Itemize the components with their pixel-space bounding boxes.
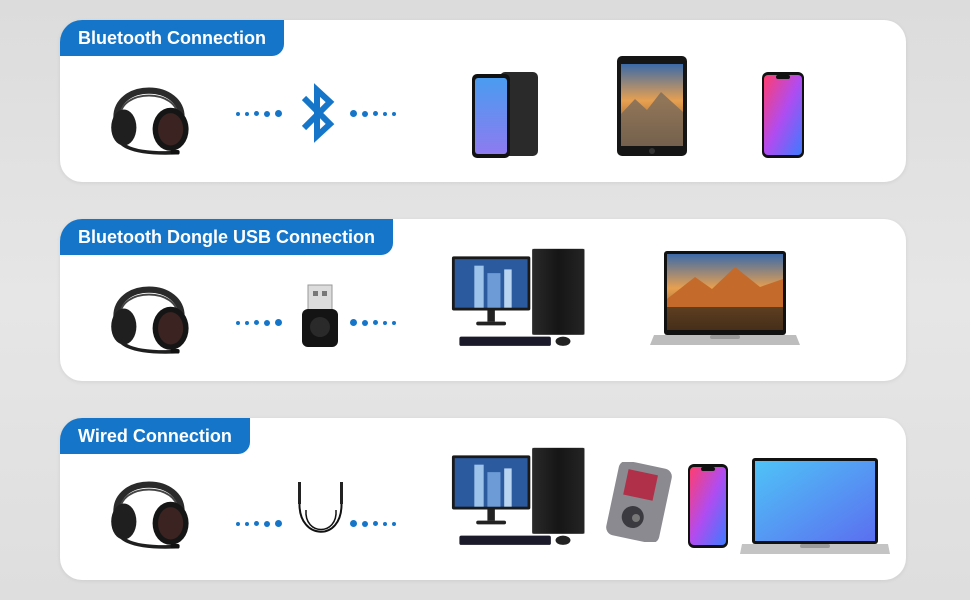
desktop-computer-icon <box>446 446 596 558</box>
mp3-player-icon <box>606 462 672 542</box>
headset-icon <box>104 263 194 363</box>
wired-connection-panel: Wired Connection <box>60 418 906 580</box>
laptop-icon <box>740 458 890 554</box>
section-label: Wired Connection <box>60 418 250 454</box>
connection-dots-left <box>236 110 282 117</box>
connection-dots-right <box>350 110 396 117</box>
smartphone-icon <box>762 72 804 158</box>
connection-dots-left <box>236 520 282 527</box>
headset-icon <box>104 64 194 164</box>
tablet-icon <box>617 56 687 156</box>
laptop-icon <box>650 251 800 345</box>
aux-cable-icon <box>298 482 343 533</box>
desktop-computer-icon <box>446 247 596 359</box>
connection-dots-right <box>350 319 396 326</box>
smartphone-icon <box>472 72 538 158</box>
section-label: Bluetooth Dongle USB Connection <box>60 219 393 255</box>
section-label: Bluetooth Connection <box>60 20 284 56</box>
usb-dongle-icon <box>302 284 338 347</box>
bluetooth-connection-panel: Bluetooth Connection <box>60 20 906 182</box>
bluetooth-dongle-usb-panel: Bluetooth Dongle USB Connection <box>60 219 906 381</box>
headset-icon <box>104 458 194 558</box>
smartphone-icon <box>688 464 728 548</box>
bluetooth-icon <box>301 83 335 143</box>
connection-dots-left <box>236 319 282 326</box>
connection-dots-right <box>350 520 396 527</box>
